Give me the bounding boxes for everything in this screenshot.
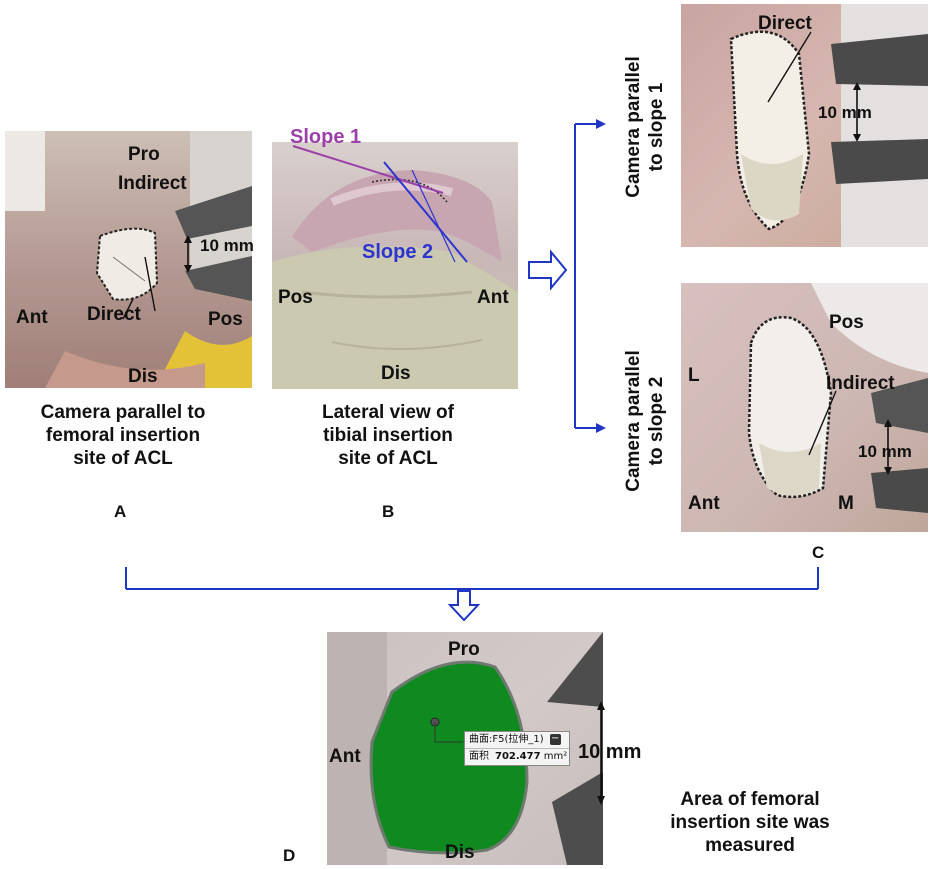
tooltip-area-value: 702.477: [495, 751, 541, 762]
panel-c-bottom-side-label-line-1: Camera parallel: [623, 350, 644, 492]
panel-d-label-dis: Dis: [445, 842, 475, 863]
panel-c-letter: C: [812, 543, 825, 562]
tooltip-area-label: 面积: [469, 751, 489, 762]
panel-b-caption-line-1: Lateral view of: [322, 402, 454, 423]
panel-c-bottom-side-label-line-2: to slope 2: [646, 376, 667, 466]
panel-c-top-photo-art: [681, 4, 928, 247]
panel-b-label-dis: Dis: [381, 363, 411, 384]
panel-a-label-indirect: Indirect: [118, 173, 187, 194]
panel-c-top-photo: [681, 4, 928, 247]
panel-c-top-side-label: Camera parallel to slope 1: [622, 52, 668, 202]
tooltip-surface-name: 曲面:F5(拉伸_1): [469, 734, 544, 745]
panel-a-label-ant: Ant: [16, 307, 48, 328]
panel-d-caption: Area of femoral insertion site was measu…: [635, 788, 865, 857]
panel-c-top-label-scale: 10 mm: [818, 103, 872, 122]
panel-b-letter: B: [382, 502, 395, 521]
panel-a-label-direct: Direct: [87, 304, 141, 325]
panel-c-top-label-direct: Direct: [758, 13, 812, 34]
panel-c-bottom-label-scale: 10 mm: [858, 442, 912, 461]
tooltip-surface-row: 曲面:F5(拉伸_1)−: [465, 732, 569, 748]
panel-d-caption-line-2: insertion site was: [670, 812, 830, 833]
panel-a-letter: A: [114, 502, 127, 521]
panel-a-caption: Camera parallel to femoral insertion sit…: [8, 401, 238, 470]
panel-c-bottom-label-indirect: Indirect: [826, 373, 895, 394]
panel-d-label-pro: Pro: [448, 639, 480, 660]
hollow-arrow-down-icon: [447, 590, 481, 622]
panel-b-label-pos: Pos: [278, 287, 313, 308]
panel-a-label-dis: Dis: [128, 366, 158, 387]
panel-d-label-ant: Ant: [329, 746, 361, 767]
panel-c-bottom-label-m: M: [838, 493, 854, 514]
arrowhead-to-slope1-icon: [596, 119, 606, 129]
panel-d-caption-line-1: Area of femoral: [680, 789, 820, 810]
tooltip-area-row: 面积 702.477 mm²: [465, 748, 569, 765]
panel-c-bottom-photo: [681, 283, 928, 532]
panel-c-bottom-label-ant: Ant: [688, 493, 720, 514]
panel-a-label-pro: Pro: [128, 144, 160, 165]
panel-a-caption-line-1: Camera parallel to: [40, 402, 206, 423]
panel-b-caption: Lateral view of tibial insertion site of…: [272, 401, 504, 470]
panel-b-caption-line-3: site of ACL: [338, 448, 438, 469]
hollow-arrow-right-icon: [528, 249, 568, 291]
minus-icon[interactable]: −: [549, 732, 561, 745]
panel-a-label-scale: 10 mm: [200, 236, 254, 255]
panel-c-bottom-photo-art: [681, 283, 928, 532]
panel-d-letter: D: [283, 846, 296, 865]
panel-a-caption-line-2: femoral insertion: [45, 425, 201, 446]
panel-b-photo: [272, 142, 518, 389]
panel-c-bottom-side-label: Camera parallel to slope 2: [622, 346, 668, 496]
area-measurement-tooltip: 曲面:F5(拉伸_1)− 面积 702.477 mm²: [464, 731, 570, 766]
panel-d-label-scale: 10 mm: [578, 741, 642, 763]
panel-a-photo-art: [5, 131, 252, 388]
panel-b-caption-line-2: tibial insertion: [323, 425, 453, 446]
panel-a-label-pos: Pos: [208, 309, 243, 330]
panel-b-label-slope2: Slope 2: [362, 241, 434, 263]
arrowhead-to-slope2-icon: [596, 423, 606, 433]
panel-c-top-side-label-line-2: to slope 1: [646, 82, 667, 172]
panel-a-caption-line-3: site of ACL: [73, 448, 173, 469]
panel-a-photo: [5, 131, 252, 388]
panel-c-top-side-label-line-1: Camera parallel: [623, 56, 644, 198]
panel-c-bottom-label-l: L: [688, 365, 700, 386]
panel-b-photo-art: [272, 142, 518, 389]
panel-d-caption-line-3: measured: [705, 835, 795, 856]
panel-c-bottom-label-pos: Pos: [829, 312, 864, 333]
tooltip-area-unit: mm²: [543, 751, 568, 762]
panel-b-label-ant: Ant: [477, 287, 509, 308]
panel-b-label-slope1: Slope 1: [290, 126, 362, 148]
